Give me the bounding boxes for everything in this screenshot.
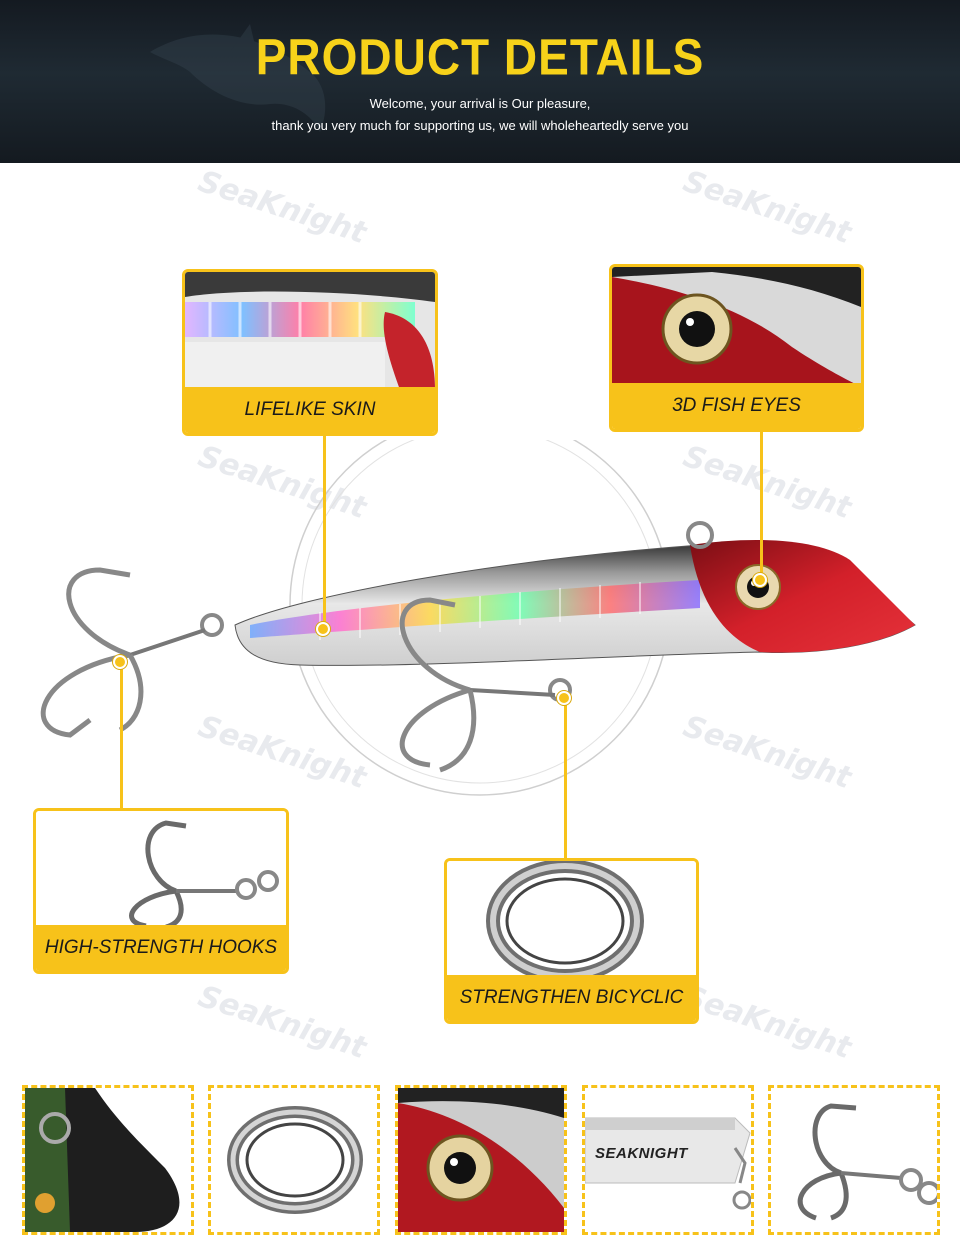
thanks-text: thank you very much for supporting us, w…: [271, 118, 689, 133]
lure-illustration: [40, 440, 916, 796]
welcome-text: Welcome, your arrival is Our pleasure,: [369, 96, 591, 111]
callout-high-strength-hooks: HIGH-STRENGTH HOOKS: [33, 808, 289, 974]
thumbnail-brand-logo[interactable]: SEAKNIGHT: [582, 1085, 754, 1235]
connector-line: [564, 698, 567, 860]
watermark: SeaKnight: [678, 978, 856, 1067]
callout-lifelike-skin: LIFELIKE SKIN: [182, 269, 438, 436]
callout-3d-fish-eyes: 3D FISH EYES: [609, 264, 864, 432]
connector-line: [760, 430, 763, 580]
connector-line: [323, 435, 326, 630]
dolphin-silhouette-icon: [150, 24, 326, 132]
thumbnail-treble-hook[interactable]: [768, 1085, 940, 1235]
callout-label: LIFELIKE SKIN: [185, 387, 435, 433]
callout-strengthen-bicyclic: STRENGTHEN BICYCLIC: [444, 858, 699, 1024]
callout-label: HIGH-STRENGTH HOOKS: [36, 925, 286, 971]
split-ring-image: [211, 1088, 377, 1232]
connector-dot: [557, 691, 571, 705]
page-title: PRODUCT DETAILS: [255, 28, 705, 86]
header-banner: PRODUCT DETAILS Welcome, your arrival is…: [0, 0, 960, 163]
thumbnail-lure-bill[interactable]: [22, 1085, 194, 1235]
watermark: SeaKnight: [678, 163, 856, 252]
connector-dot: [753, 573, 767, 587]
connector-line: [120, 662, 123, 810]
callout-label: 3D FISH EYES: [612, 383, 861, 429]
connector-dot: [113, 655, 127, 669]
hook-closeup-image: [36, 811, 286, 929]
treble-hook-image: [771, 1088, 937, 1232]
split-ring-closeup-image: [447, 861, 696, 979]
watermark: SeaKnight: [193, 163, 371, 252]
fish-eye-closeup-image: [612, 267, 861, 387]
thumbnail-split-ring[interactable]: [208, 1085, 380, 1235]
thumbnail-fish-eye[interactable]: [395, 1085, 567, 1235]
seaknight-logo-image: [585, 1088, 751, 1232]
lure-bill-image: [25, 1088, 191, 1232]
connector-dot: [316, 622, 330, 636]
brand-logo-text: SEAKNIGHT: [595, 1145, 688, 1162]
watermark: SeaKnight: [193, 978, 371, 1067]
fish-eye-image: [398, 1088, 564, 1232]
callout-label: STRENGTHEN BICYCLIC: [447, 975, 696, 1021]
skin-closeup-image: [185, 272, 435, 390]
